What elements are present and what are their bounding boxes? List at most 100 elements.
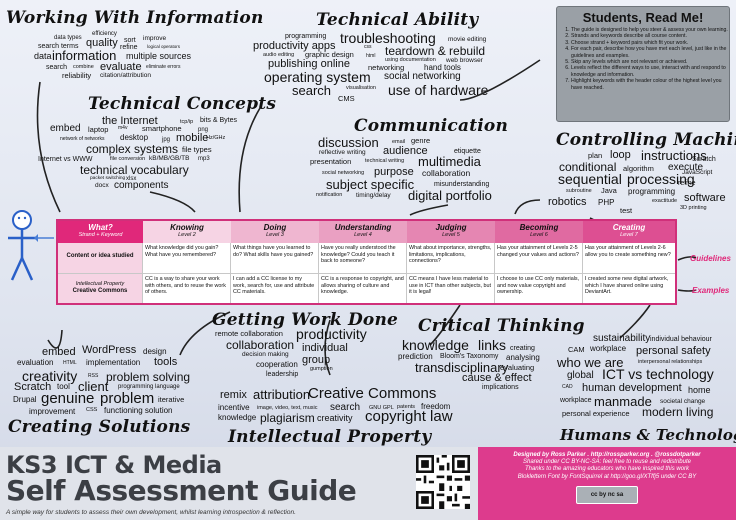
row-label-example: Intellectual Property Creative Commons	[58, 273, 143, 303]
keyword: hand tools	[424, 63, 461, 72]
keyword: Hz/GHz	[206, 135, 226, 141]
keyword: data	[34, 51, 52, 61]
readme-item: Strands and keywords describe all course…	[571, 33, 729, 39]
keyword: using documentation	[385, 57, 436, 63]
section-title-concepts: Technical Concepts	[88, 94, 277, 114]
readme-item: Choose strand + keyword pairs which fit …	[571, 40, 729, 46]
footer-title-line2: Self Assessment Guide	[6, 474, 357, 507]
keyword: Internet vs WWW	[38, 156, 93, 163]
keyword: robotics	[548, 196, 587, 208]
keyword: plan	[588, 151, 603, 160]
keyword: WordPress	[82, 344, 137, 356]
level-header-creating: Creating Level 7	[583, 221, 675, 243]
keyword: exactitude	[652, 198, 678, 204]
readme-item: For each pair, describe how you have met…	[571, 46, 729, 59]
keyword: patents	[397, 404, 416, 410]
keyword: knowledge	[402, 337, 469, 353]
keyword: evaluating	[500, 363, 535, 372]
keyword: Scratch	[692, 156, 716, 163]
table-cell: I can add a CC license to my work, searc…	[231, 273, 319, 303]
keyword: docx	[95, 182, 109, 189]
keyword: operating system	[264, 69, 371, 85]
keyword: presentation	[310, 157, 352, 166]
table-cell: What things have you learned to do? What…	[231, 243, 319, 273]
keyword: use of hardware	[388, 82, 489, 98]
keyword: laptop	[88, 125, 109, 134]
keyword: creativity	[317, 413, 353, 423]
keyword: personal safety	[636, 345, 711, 357]
keyword: graphic design	[305, 50, 354, 59]
keyword: Bloom's Taxonomy	[440, 353, 499, 360]
credit-designer: Designed by Ross Parker . http://rosspar…	[513, 452, 701, 458]
level-header-becoming: Becoming Level 6	[495, 221, 584, 243]
keyword: citation/attribution	[100, 72, 151, 79]
keyword: teardown & rebuild	[385, 44, 486, 58]
keyword: bits & Bytes	[200, 117, 237, 124]
table-cell: Has your attainment of Levels 2-5 change…	[495, 243, 583, 273]
table-cell: Has your attainment of Levels 2-6 allow …	[585, 245, 671, 258]
keyword: individual	[302, 342, 348, 354]
level-header-judging: Judging Level 5	[407, 221, 496, 243]
readme-title: Students, Read Me!	[582, 10, 704, 25]
keyword: audience	[383, 145, 428, 157]
keyword: cause & effect	[462, 372, 532, 384]
level-name: Understanding	[334, 223, 392, 232]
keyword: collaboration	[422, 168, 471, 178]
level-name: Becoming	[519, 223, 559, 232]
readme-item: Levels reflect the different ways to use…	[571, 65, 729, 78]
keyword: etiquette	[454, 148, 481, 155]
keyword: digital portfolio	[408, 188, 492, 203]
readme-item: Skip any levels which are not relevant o…	[571, 59, 729, 65]
keyword: global	[567, 370, 594, 381]
keyword: decision making	[242, 351, 289, 358]
keyword: css	[364, 44, 372, 50]
keyword: Java	[601, 186, 617, 195]
level-number: Level 2	[178, 232, 196, 238]
keyword: tool	[57, 382, 70, 391]
section-title-ip: Intellectual Property	[228, 427, 432, 447]
keyword: multimedia	[418, 154, 481, 169]
keyword: software	[684, 192, 726, 204]
table-corner-header: What? Strand + Keyword	[58, 221, 144, 243]
footer-title-line1: KS3 ICT & Media	[6, 451, 222, 479]
keyword: embed	[42, 346, 76, 358]
keyword: embed	[50, 123, 81, 134]
keyword: reliability	[62, 71, 92, 80]
keyword: eliminate errors	[146, 64, 181, 70]
keyword: combine	[73, 64, 94, 70]
keyword: Drupal	[13, 395, 37, 404]
keyword: collaboration	[226, 338, 295, 352]
keyword: functioning solution	[104, 406, 173, 415]
keyword: who we are	[557, 355, 624, 370]
level-name: Judging	[435, 223, 467, 232]
keyword: CMS	[338, 94, 355, 103]
keyword: Scratch	[14, 381, 52, 393]
keyword: subroutine	[566, 188, 592, 194]
keyword: search	[330, 402, 361, 413]
level-name: Creating	[612, 223, 646, 232]
qr-code-icon	[416, 455, 470, 509]
assessment-table: What? Strand + Keyword Knowing Level 2 D…	[56, 219, 677, 305]
table-cell: I choose to use CC only materials, and n…	[495, 273, 583, 303]
table-cell: I created some new digital artwork, whic…	[583, 273, 675, 303]
keyword: data types	[54, 35, 82, 41]
table-cell: What knowledge did you gain? What have y…	[143, 243, 231, 273]
keyword: tcp/ip	[180, 119, 194, 125]
keyword: misunderstanding	[434, 181, 490, 188]
level-header-knowing: Knowing Level 2	[143, 221, 232, 243]
section-title-critical: Critical Thinking	[418, 316, 585, 336]
keyword: HTML	[63, 360, 77, 366]
keyword: conditional	[559, 160, 617, 174]
keyword: Creative Commons	[308, 385, 437, 402]
keyword: xlsx	[126, 176, 137, 182]
keyword: movie editing	[448, 36, 487, 43]
keyword: processing	[627, 171, 695, 187]
readme-item: Highlight keywords with the header colou…	[571, 78, 729, 91]
keyword: visualisation	[346, 85, 376, 91]
keyword: group	[302, 354, 331, 366]
keyword: subject specific	[326, 177, 415, 192]
keyword: test	[620, 206, 633, 215]
keyword: networking	[368, 63, 405, 72]
keyword: manmade	[594, 394, 652, 409]
keyword: interpersonal relationships	[638, 359, 703, 365]
